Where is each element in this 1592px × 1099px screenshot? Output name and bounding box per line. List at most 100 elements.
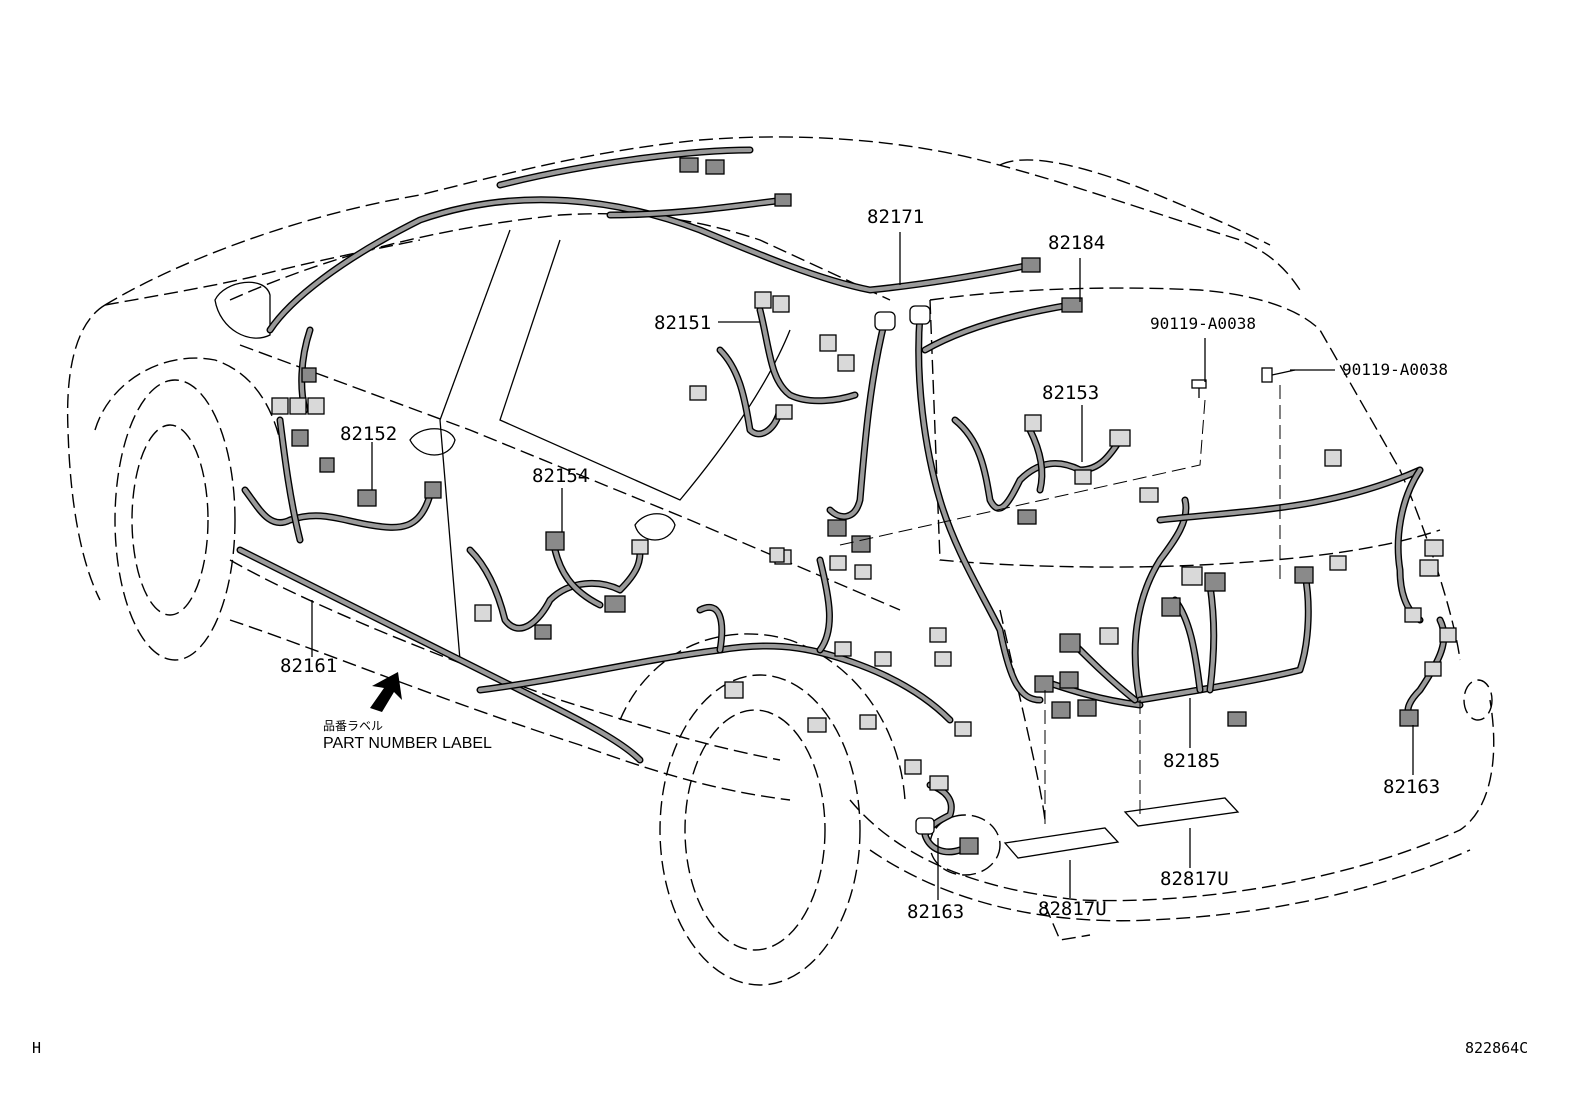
connector-82151-e (689, 385, 707, 401)
connector-82151-c (819, 334, 837, 352)
connector-82185-b (1204, 572, 1226, 592)
connector-82153-d (1074, 469, 1092, 485)
arrow-part-number-label (370, 672, 402, 712)
callout-82817U-left: 82817U (1038, 898, 1107, 920)
connector-82185-j (1077, 699, 1097, 717)
connector-82161-c (834, 641, 852, 657)
connector-82161-a (724, 681, 744, 699)
leader-lines (311, 232, 1414, 900)
diagram-code: 822864C (1465, 1039, 1528, 1057)
harness-82171 (266, 146, 1041, 334)
up-arrow-icon (370, 672, 402, 712)
callout-82817U-right: 82817U (1160, 868, 1229, 890)
connector-82151-b (772, 295, 790, 313)
connector-82185-e (1099, 627, 1119, 645)
connector-82185-l (1324, 449, 1342, 467)
connector-82161-l (904, 759, 922, 775)
connector-82185-o (769, 547, 785, 563)
grommet-82163l (915, 817, 935, 835)
connector-82152-d (291, 429, 309, 447)
connector-82152-h (301, 367, 317, 383)
connector-82151-d (837, 354, 855, 372)
connector-82185-a (1181, 566, 1203, 586)
callout-82153: 82153 (1042, 382, 1099, 404)
connector-82185-k (1329, 555, 1347, 571)
connector-82151-g (827, 519, 847, 537)
connector-82154-e (534, 624, 552, 640)
part-number-label-japanese: 品番ラベル (323, 719, 383, 733)
connector-82161-d (874, 651, 892, 667)
connector-82153-a (1109, 429, 1131, 447)
harness-82152 (241, 326, 442, 544)
callout-82171: 82171 (867, 206, 924, 228)
harness-82163-right (1394, 466, 1457, 727)
connector-82161-b (807, 717, 827, 733)
connector-roof-lamp-a (679, 157, 699, 173)
connector-82161-k (954, 721, 972, 737)
callout-90119-left: 90119-A0038 (1150, 314, 1256, 333)
callout-82152: 82152 (340, 423, 397, 445)
part-number-label-english: PART NUMBER LABEL (323, 735, 492, 752)
connector-82163r-a (1424, 539, 1444, 557)
connector-82154-d (474, 604, 492, 622)
bolt-90119-right (1261, 367, 1296, 383)
connector-82185-h (1059, 671, 1079, 689)
connector-82163r-c (1404, 607, 1422, 623)
callout-82154: 82154 (532, 465, 589, 487)
connector-82154-c (631, 539, 649, 555)
harness-82185 (769, 449, 1424, 727)
plate-82817U-right (1123, 797, 1240, 827)
connector-82163r-d (1439, 627, 1457, 643)
harness-82163-left (915, 775, 979, 856)
connector-82185-c (1161, 597, 1181, 617)
connector-82185-m (1139, 487, 1159, 503)
connector-82163l-b (959, 837, 979, 855)
connector-82185-g (1034, 675, 1054, 693)
connector-82161-f (934, 651, 952, 667)
connector-82163l-a (929, 775, 949, 791)
connector-82161-h (829, 555, 847, 571)
bolt-90119-left (1191, 379, 1207, 398)
connector-82184 (1061, 297, 1083, 313)
connector-82185-f (1059, 633, 1081, 653)
connector-82154-b (604, 595, 626, 613)
callout-90119-right: 90119-A0038 (1342, 360, 1448, 379)
connector-82152-e (357, 489, 377, 507)
connector-82151-h (851, 535, 871, 553)
connector-82151-a (754, 291, 772, 309)
connector-roof-end (1021, 257, 1041, 273)
connector-82161-i (854, 564, 872, 580)
connector-82151-f (775, 404, 793, 420)
connector-82152-b (289, 397, 307, 415)
connector-roof-branch (774, 193, 792, 207)
callout-82161: 82161 (280, 655, 337, 677)
callout-82185: 82185 (1163, 750, 1220, 772)
callout-82163-left: 82163 (907, 901, 964, 923)
footer-left-mark: H (32, 1039, 41, 1057)
connector-82185-d (1294, 566, 1314, 584)
callout-82151: 82151 (654, 312, 711, 334)
connector-82161-j (859, 714, 877, 730)
connector-82163r-f (1399, 709, 1419, 727)
connector-82185-n (1227, 711, 1247, 727)
grommet-b (909, 305, 931, 325)
connector-roof-lamp-b (705, 159, 725, 175)
harness-82161 (236, 546, 972, 775)
connector-82153-b (1024, 414, 1042, 432)
reference-lines (839, 385, 1281, 830)
harness-82154 (466, 531, 649, 640)
connector-82163r-e (1424, 661, 1442, 677)
harness-82153 (951, 414, 1131, 525)
callout-82163-right: 82163 (1383, 776, 1440, 798)
plate-82817U-left (1003, 827, 1120, 859)
callout-labels: 82171 82184 82151 90119-A0038 90119-A003… (32, 206, 1528, 1057)
connector-82163r-b (1419, 559, 1439, 577)
harness-82184 (921, 297, 1083, 354)
callout-82184: 82184 (1048, 232, 1105, 254)
connector-82161-e (929, 627, 947, 643)
connector-82152-c (307, 397, 325, 415)
connector-82185-i (1051, 701, 1071, 719)
harness-82151 (689, 291, 1044, 704)
wiring-harnesses (236, 146, 1457, 859)
